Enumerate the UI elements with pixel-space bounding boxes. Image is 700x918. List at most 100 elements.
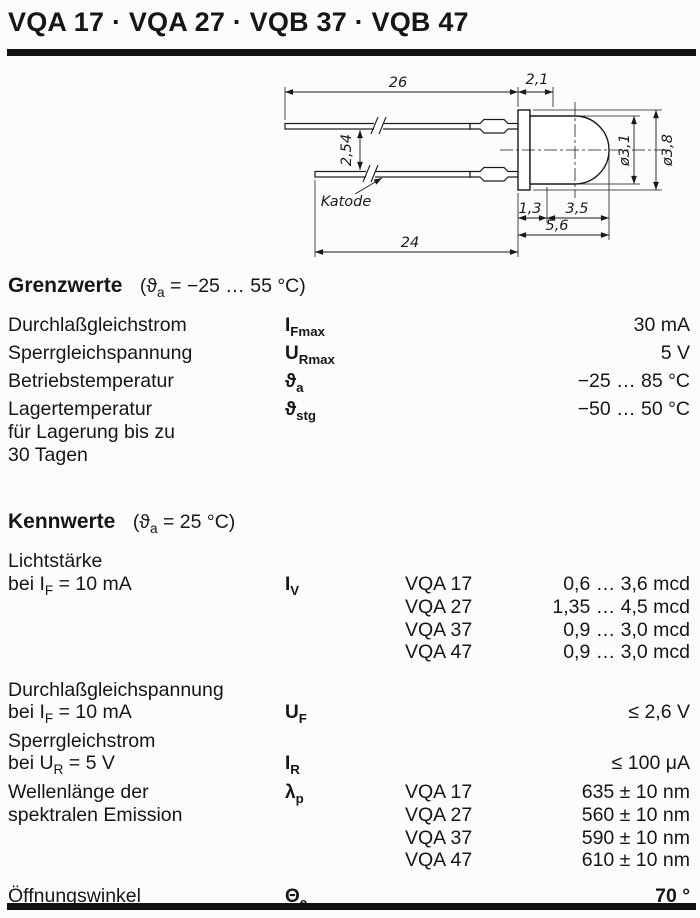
- param-value: 30 mA: [633, 314, 690, 336]
- dim-body-total-length: 5,6: [545, 218, 568, 234]
- param-name: Lichtstärke: [8, 550, 103, 572]
- grenzwerte-heading-row: Grenzwerte (ϑa = −25 … 55 °C): [0, 273, 700, 300]
- type-label: VQA 27: [405, 596, 473, 618]
- type-value: 610 ± 10 nm: [581, 849, 690, 871]
- cond-sub: R: [53, 761, 64, 777]
- dimension-lines: [285, 89, 659, 255]
- type-value: 1,35 … 4,5 mcd: [552, 596, 690, 618]
- cathode-leader-line: [354, 177, 383, 195]
- param-value: ≤ 100 μA: [611, 752, 690, 774]
- param-durchlassgleichstrom: Durchlaßgleichstrom IFmax 30 mA: [0, 314, 700, 339]
- lead-break-bottom-icon: [362, 164, 379, 183]
- grenzwerte-heading: Grenzwerte: [8, 274, 123, 297]
- param-symbol: IR: [285, 753, 405, 776]
- page-title: VQA 17 · VQA 27 · VQB 37 · VQB 47: [8, 7, 469, 37]
- bottom-rule: [7, 903, 696, 910]
- condition-sub: a: [149, 520, 158, 536]
- symbol-base: I: [285, 753, 291, 774]
- type-value: 560 ± 10 nm: [581, 804, 690, 826]
- dimension-labels: 26 2,1 2,54 Katode 1,3 3,5 5,6 24 ø3,1 ø…: [321, 72, 676, 251]
- cond-pre: bei I: [8, 701, 45, 723]
- param-betriebstemperatur: Betriebstemperatur ϑa −25 … 85 °C: [0, 370, 700, 395]
- symbol-sub: p: [295, 790, 304, 806]
- condition-pre: (ϑ: [132, 511, 150, 533]
- type-label: VQA 47: [405, 849, 473, 871]
- type-value: 590 ± 10 nm: [581, 826, 690, 849]
- lead-break-top-icon: [370, 116, 387, 135]
- type-value: 0,9 … 3,0 mcd: [563, 641, 690, 663]
- kennwerte-condition: (ϑa = 25 °C): [132, 511, 236, 536]
- condition-post: = 25 °C): [157, 511, 236, 533]
- param-condition: bei UR = 5 V: [0, 752, 285, 777]
- dim-lead-bottom-length: 24: [401, 235, 419, 251]
- param-condition: bei IF = 10 mA: [0, 701, 285, 726]
- symbol-base: Θ: [285, 885, 300, 907]
- symbol-sub: F: [298, 710, 307, 726]
- symbol-base: U: [285, 343, 299, 364]
- cond-pre: bei U: [8, 752, 54, 774]
- led-dimension-drawing: 26 2,1 2,54 Katode 1,3 3,5 5,6 24 ø3,1 ø…: [284, 72, 676, 257]
- param-symbol: IFmax: [285, 314, 405, 339]
- dim-flange-diameter: ø3,8: [660, 134, 676, 167]
- section-grenzwerte: Grenzwerte (ϑa = −25 … 55 °C) Durchlaßgl…: [0, 273, 700, 467]
- lead-cathode: [314, 166, 519, 182]
- condition-pre: (ϑ: [139, 275, 157, 297]
- symbol-sub: Rmax: [298, 351, 335, 367]
- dim-lead-top-length: 26: [389, 75, 407, 91]
- type-label: VQA 27: [405, 804, 473, 826]
- param-name: Sperrgleichspannung: [8, 342, 193, 364]
- symbol-base: I: [285, 315, 291, 336]
- param-durchlassgleichspannung: Durchlaßgleichspannung bei IF = 10 mA UF…: [0, 679, 700, 726]
- param-name-line2: spektralen Emission: [8, 804, 183, 826]
- type-value: 0,6 … 3,6 mcd: [563, 572, 690, 595]
- cond-sub: F: [44, 710, 54, 726]
- condition-sub: a: [157, 284, 165, 300]
- symbol-sub: Fmax: [290, 323, 326, 339]
- param-name-line3: 30 Tagen: [8, 444, 88, 466]
- param-value: 5 V: [660, 342, 690, 364]
- cond-pre: bei I: [8, 572, 45, 595]
- type-label: VQA 17: [405, 572, 473, 595]
- param-symbol: UF: [285, 702, 405, 725]
- symbol-base: ϑ: [285, 371, 297, 392]
- cond-post: = 10 mA: [53, 572, 132, 595]
- symbol-base: U: [285, 702, 299, 723]
- param-value: 70 °: [655, 884, 690, 907]
- symbol-base: I: [285, 573, 291, 595]
- param-symbol: ϑa: [285, 370, 405, 395]
- cathode-label: Katode: [321, 194, 372, 210]
- param-symbol: λp: [285, 782, 405, 805]
- param-name-line2: für Lagerung bis zu: [8, 421, 175, 443]
- extension-lines: [284, 87, 662, 257]
- param-symbol: ϑstg: [285, 398, 405, 422]
- centerlines: [500, 102, 668, 198]
- param-value: −25 … 85 °C: [577, 370, 690, 392]
- type-label: VQA 17: [405, 780, 473, 803]
- symbol-sub: a: [296, 379, 304, 395]
- param-symbol: URmax: [285, 342, 405, 367]
- condition-post: = −25 … 55 °C): [164, 275, 306, 297]
- param-name: Lagertemperatur: [8, 398, 153, 420]
- symbol-base: ϑ: [285, 399, 297, 420]
- symbol-sub: V: [290, 582, 300, 598]
- title-rule: [7, 49, 696, 56]
- param-value: ≤ 2,6 V: [628, 701, 690, 723]
- param-name: Wellenlänge der: [8, 780, 149, 803]
- section-kennwerte: Kennwerte (ϑa = 25 °C) Lichtstärke bei I…: [0, 509, 700, 908]
- dim-flange-width: 2,1: [525, 72, 548, 88]
- type-label: VQA 37: [405, 826, 473, 849]
- type-value: 0,9 … 3,0 mcd: [563, 618, 690, 641]
- type-label: VQA 47: [405, 641, 473, 663]
- symbol-sub: R: [290, 761, 300, 777]
- param-name: Durchlaßgleichstrom: [8, 314, 187, 336]
- type-label: VQA 37: [405, 618, 473, 641]
- lead-anode: [284, 118, 519, 134]
- cond-sub: F: [44, 582, 54, 598]
- param-name: Betriebstemperatur: [8, 370, 174, 392]
- param-symbol: IV: [285, 574, 405, 597]
- param-name: Öffnungswinkel: [8, 884, 141, 907]
- param-oeffnungswinkel: Öffnungswinkel Θe 70 °: [0, 885, 700, 909]
- param-lagertemperatur: Lagertemperatur ϑstg −50 … 50 °C für Lag…: [0, 398, 700, 467]
- param-sperrgleichstrom: Sperrgleichstrom bei UR = 5 V IR ≤ 100 μ…: [0, 730, 700, 777]
